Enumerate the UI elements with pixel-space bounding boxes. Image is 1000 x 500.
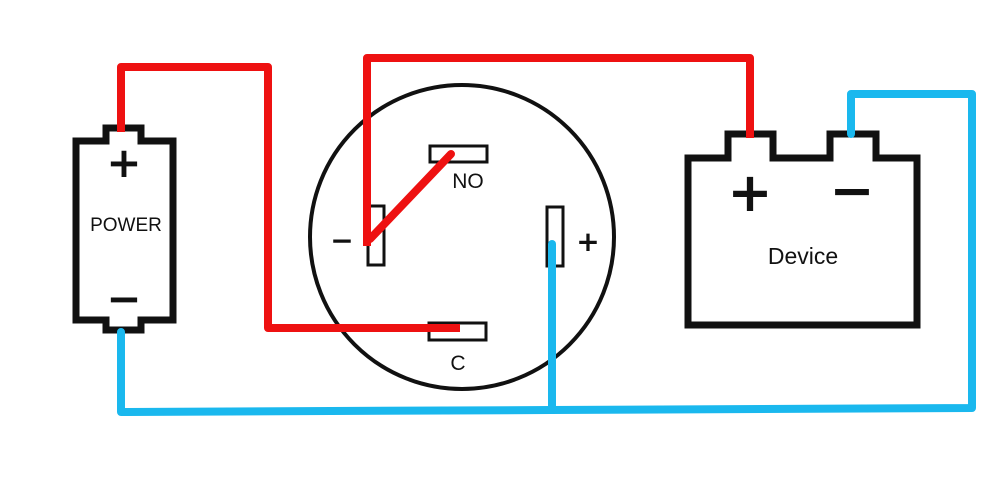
wire-power-minus-to-ground <box>117 90 976 416</box>
wire-switch-minus-to-device-plus <box>363 54 754 246</box>
switch-c-label: C <box>450 352 465 375</box>
power-supply: + POWER − <box>72 124 177 334</box>
negative-wires <box>117 90 976 416</box>
device-label: Device <box>768 243 838 269</box>
wire-switch-lever <box>366 150 455 243</box>
device-plus-sign: + <box>727 161 772 224</box>
switch-plus-sign: + <box>576 225 599 258</box>
positive-wires <box>117 54 754 332</box>
power-supply-body <box>72 124 177 334</box>
switch-terminal-no <box>428 144 489 164</box>
device-body <box>684 130 921 329</box>
switch: NO − + C <box>308 83 616 391</box>
power-minus-sign: − <box>106 274 141 323</box>
switch-minus-sign: − <box>330 224 353 257</box>
device: + − Device <box>684 130 921 329</box>
switch-no-label: NO <box>452 170 484 193</box>
switch-body <box>308 83 616 391</box>
device-minus-sign: − <box>829 159 874 222</box>
power-plus-sign: + <box>106 138 141 187</box>
wire-power-plus-to-c <box>117 63 460 332</box>
power-label: POWER <box>90 215 162 236</box>
